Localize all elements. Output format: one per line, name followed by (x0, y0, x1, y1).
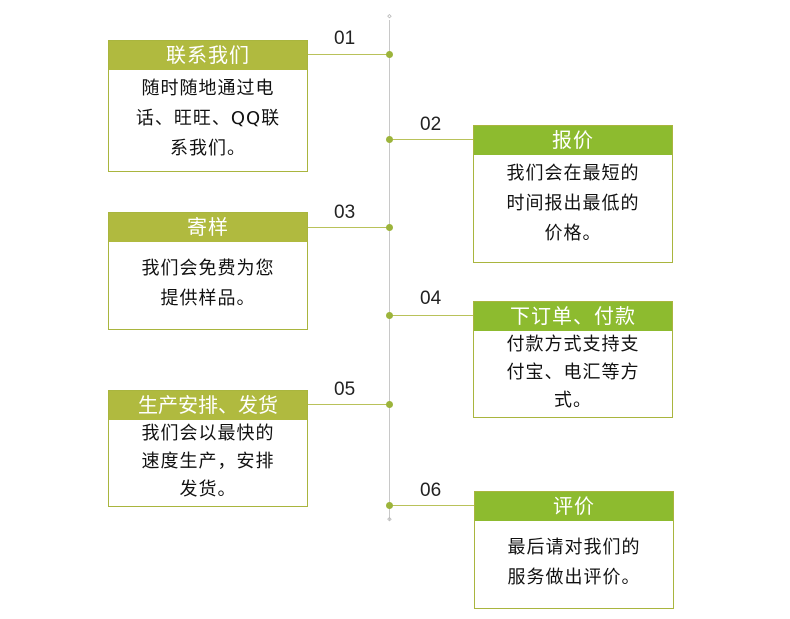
step-body-02: 我们会在最短的 时间报出最低的 价格。 (506, 163, 640, 244)
step-body-06: 最后请对我们的 服务做出评价。 (507, 537, 641, 588)
timeline-dot-06 (386, 502, 393, 509)
step-number-03: 03 (334, 202, 356, 223)
step-card-02: 报价 我们会在最短的 时间报出最低的 价格。 (473, 125, 673, 263)
step-number-06: 06 (420, 480, 442, 501)
step-card-04: 下订单、付款 付款方式支持支 付宝、电汇等方 式。 (473, 301, 673, 418)
connector-02 (389, 139, 474, 140)
step-card-01: 联系我们 随时随地通过电 话、旺旺、QQ联 系我们。 (108, 40, 308, 172)
step-card-05: 生产安排、发货 我们会以最快的 速度生产，安排 发货。 (108, 390, 308, 507)
step-body-03: 我们会免费为您 提供样品。 (141, 258, 275, 309)
step-title-01: 联系我们 (109, 41, 307, 70)
timeline-dot-04 (386, 312, 393, 319)
step-title-05: 生产安排、发货 (109, 391, 307, 420)
timeline-dot-05 (386, 401, 393, 408)
connector-06 (389, 505, 474, 506)
connector-04 (389, 315, 474, 316)
step-card-06: 评价 最后请对我们的 服务做出评价。 (474, 491, 674, 609)
connector-01 (307, 54, 389, 55)
timeline-bottom-cap: ⋄ (386, 515, 393, 525)
step-title-06: 评价 (475, 492, 673, 521)
step-card-03: 寄样 我们会免费为您 提供样品。 (108, 212, 308, 330)
step-title-03: 寄样 (109, 213, 307, 242)
step-body-01: 随时随地通过电 话、旺旺、QQ联 系我们。 (135, 78, 281, 159)
step-number-04: 04 (420, 288, 442, 309)
step-title-02: 报价 (474, 126, 672, 155)
timeline-axis (389, 20, 390, 520)
connector-05 (307, 404, 389, 405)
timeline-dot-03 (386, 224, 393, 231)
timeline-top-cap: ⋄ (386, 12, 393, 22)
timeline-dot-02 (386, 136, 393, 143)
step-number-02: 02 (420, 114, 442, 135)
step-body-05: 我们会以最快的 速度生产，安排 发货。 (141, 423, 275, 500)
step-body-04: 付款方式支持支 付宝、电汇等方 式。 (506, 334, 640, 411)
step-title-04: 下订单、付款 (474, 302, 672, 331)
step-number-01: 01 (334, 28, 356, 49)
timeline-dot-01 (386, 51, 393, 58)
step-number-05: 05 (334, 379, 356, 400)
connector-03 (307, 227, 389, 228)
